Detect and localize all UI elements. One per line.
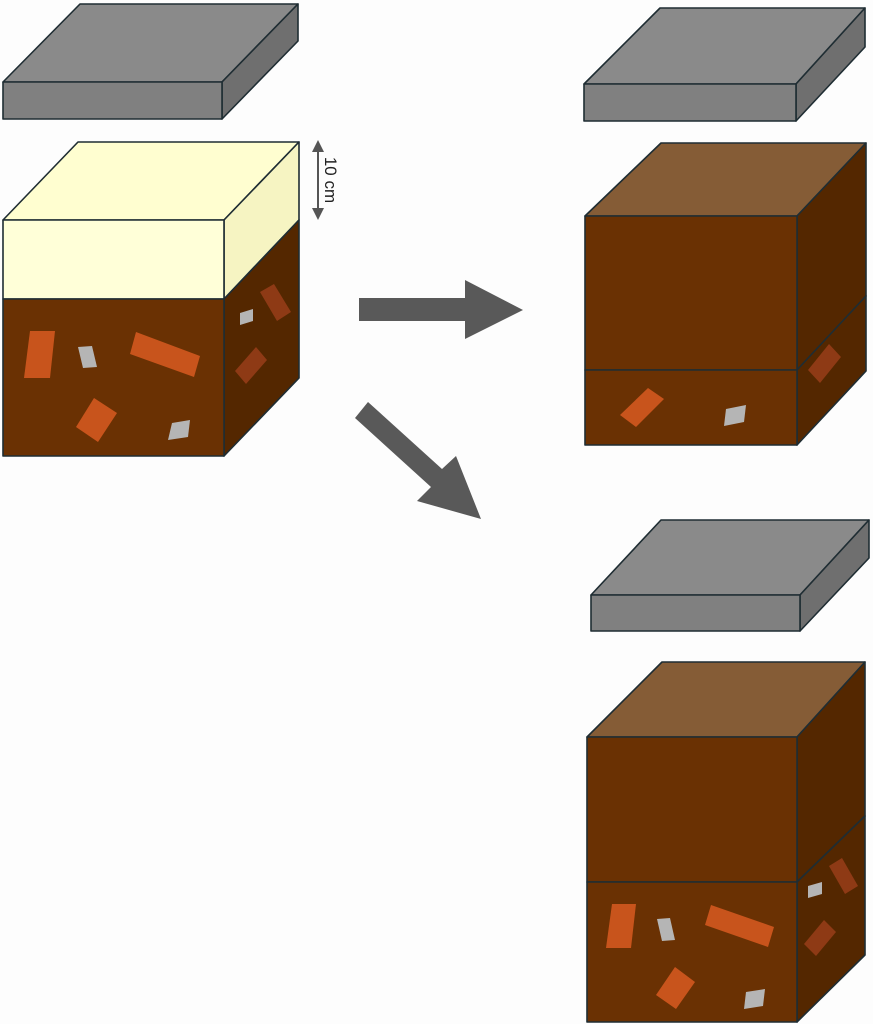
fresh-layer-front-face — [2, 219, 225, 300]
plate-front-face — [2, 81, 223, 120]
outcome2-cover-plate — [590, 519, 870, 632]
stone-fragment — [240, 309, 253, 325]
outcome2-compacted-soil — [586, 661, 866, 883]
outcome1-cover-plate — [583, 7, 866, 122]
plate-front-face — [590, 594, 801, 632]
stone-fragment — [808, 882, 822, 898]
brick-fragment — [705, 905, 774, 947]
stone-fragment — [724, 405, 746, 426]
stone-fragment — [168, 420, 190, 440]
brick-fragment — [235, 347, 267, 384]
dimension-arrowhead-up — [312, 140, 324, 152]
initial-fresh-layer — [2, 141, 300, 300]
stone-fragment — [657, 918, 675, 941]
outcome2-fragment-soil-layer — [586, 815, 866, 1023]
arrow-right — [359, 280, 523, 339]
outcome1-compacted-soil — [584, 142, 867, 371]
arrow-diagonal — [355, 402, 481, 519]
outcome1-thin-fragment-layer — [584, 295, 867, 446]
stone-fragment — [78, 346, 97, 368]
dimension-arrowhead-down — [312, 208, 324, 220]
brick-fragment — [260, 284, 291, 321]
brick-fragment — [76, 398, 117, 442]
brick-fragment — [804, 920, 836, 956]
dimension-marker — [312, 140, 324, 220]
fragment-layer-front-face — [584, 369, 798, 446]
plate-front-face — [583, 83, 797, 122]
soil-front-face — [584, 215, 798, 371]
brick-fragment — [24, 331, 55, 378]
initial-cover-plate — [2, 3, 299, 120]
brick-fragment — [656, 967, 695, 1009]
arrow-diagonal-icon — [355, 402, 481, 519]
fragment-layer-front-face — [586, 881, 798, 1023]
brick-fragment — [620, 388, 664, 427]
stone-fragment — [744, 989, 765, 1009]
soil-front-face — [586, 736, 798, 883]
brick-fragment — [130, 332, 200, 377]
initial-fragment-soil-layer — [2, 219, 300, 457]
dimension-label: 10 cm — [321, 156, 340, 204]
arrow-right-icon — [359, 280, 523, 339]
brick-fragment — [808, 344, 841, 383]
brick-fragment — [606, 904, 636, 948]
brick-fragment — [829, 858, 858, 894]
